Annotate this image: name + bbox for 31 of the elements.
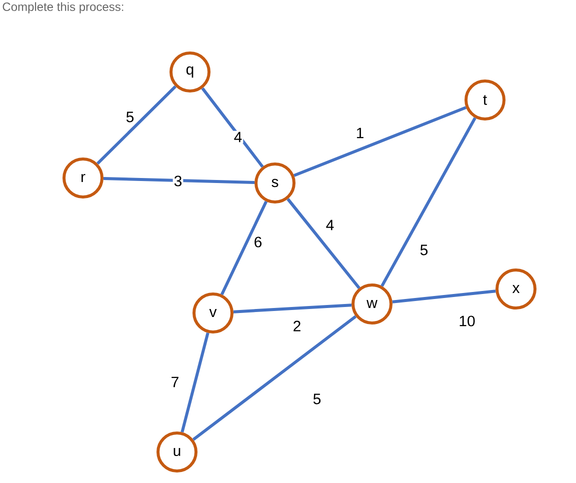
graph-vertex: s: [254, 162, 296, 204]
graph-edge: [201, 87, 264, 168]
graph-vertex: u: [156, 432, 198, 472]
graph-edge: [220, 200, 268, 296]
title: Complete this process:: [2, 2, 124, 14]
edge-label: 4: [324, 218, 336, 232]
graph-edge: [294, 106, 466, 177]
edge-label: 6: [252, 236, 264, 248]
graph-edge: [180, 332, 210, 433]
edge-label: 1: [354, 126, 366, 140]
edge-label: 7: [170, 376, 180, 388]
graph-edge: [103, 177, 255, 184]
edge-label: 3: [172, 174, 184, 188]
edge-label: 4: [232, 130, 244, 144]
edge-label: 5: [312, 392, 322, 406]
graph-vertex: w: [352, 284, 392, 324]
graph-edge: [233, 304, 352, 314]
edge-label: 10: [458, 314, 476, 328]
graph-vertex: v: [192, 292, 234, 334]
graph-edge: [96, 85, 176, 165]
graph-vertex: x: [496, 268, 536, 310]
graph-edge: [286, 198, 360, 289]
edge-label: 2: [292, 320, 302, 332]
graph-vertex: r: [62, 158, 104, 198]
edge-label: 5: [124, 110, 136, 124]
graph-edge: [192, 315, 357, 441]
graph-vertex: t: [464, 80, 506, 120]
edge-label: 5: [418, 244, 430, 256]
graph-vertex: q: [170, 52, 210, 92]
graph-edge: [392, 290, 496, 304]
graph-edge: [380, 117, 476, 287]
